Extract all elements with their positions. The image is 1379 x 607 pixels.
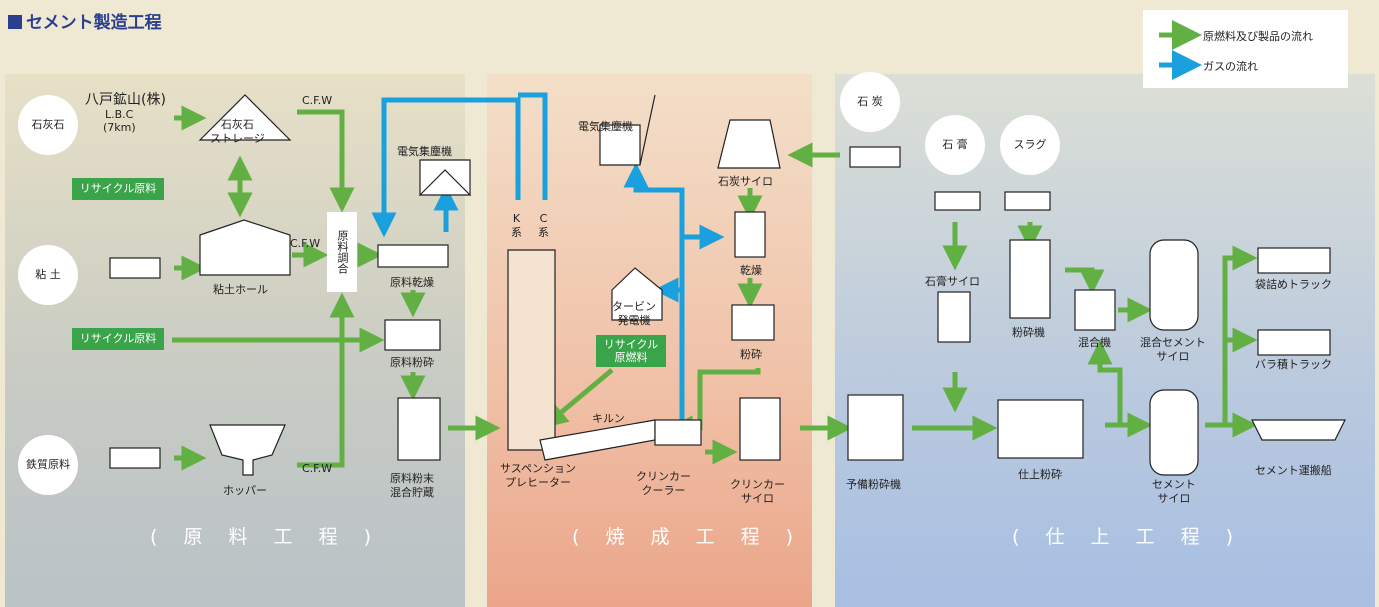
limestone-storage-label: 石灰石 ストレージ: [210, 118, 265, 145]
mixed-silo-label: 混合セメント サイロ: [1140, 336, 1206, 363]
lbc-length: (7km): [103, 121, 136, 134]
raw-mill-icon: [384, 319, 441, 351]
hopper-label: ホッパー: [223, 484, 267, 497]
mixed-silo-icon: [1149, 239, 1199, 331]
coal-dry-icon: [734, 211, 766, 258]
finish-mill-label: 仕上粉砕: [1018, 468, 1062, 481]
gypsum-silo-label: 石膏サイロ: [925, 275, 980, 288]
raw-mill-label: 原料粉砕: [390, 356, 434, 369]
slag-mill-icon: [1009, 239, 1051, 319]
pre-mill-icon: [847, 394, 904, 461]
ep2-label: 電気集塵機: [578, 120, 633, 133]
hopper-icon: [209, 424, 286, 476]
coal-mill-label: 粉砕: [740, 348, 762, 361]
finish-section-label: ( 仕 上 工 程 ): [1012, 526, 1244, 548]
ep-icon-2: [599, 94, 656, 166]
turbine-label: タービン 発電機: [612, 300, 656, 327]
ship-icon: [1251, 419, 1346, 441]
mix-box: 原料調合: [327, 212, 357, 292]
dryer-icon: [377, 244, 449, 268]
iron-truck-icon: [109, 447, 161, 469]
recycle-raw-box-2: リサイクル原料: [72, 328, 164, 350]
raw-silo-icon: [397, 397, 441, 461]
mine-name: 八戸鉱山(株): [85, 92, 166, 108]
coal-dry-label: 乾燥: [740, 264, 762, 277]
bulk-truck-icon: [1257, 329, 1331, 356]
kiln-label: キルン: [592, 412, 625, 425]
cooler-label: クリンカー クーラー: [636, 470, 691, 497]
turbine-icon: [611, 267, 663, 321]
coal-silo-icon: [717, 119, 781, 169]
clinker-silo-label: クリンカー サイロ: [730, 478, 785, 505]
page-title: セメント製造工程: [8, 8, 162, 33]
coal-truck-icon: [849, 146, 901, 168]
gas-flow-arrows: [371, 92, 725, 425]
equipment-sketches: [109, 94, 1346, 476]
ship-label: セメント運搬船: [1255, 464, 1332, 477]
preheater-icon: [507, 249, 556, 451]
raw-section-label: ( 原 料 工 程 ): [150, 526, 382, 548]
gypsum-source: 石 膏: [925, 115, 985, 175]
bag-truck-label: 袋詰めトラック: [1255, 278, 1332, 291]
cfw-label-1: C.F.W: [302, 94, 333, 107]
kiln-icon: [539, 419, 656, 461]
pre-mill-label: 予備粉砕機: [846, 478, 901, 491]
gypsum-truck-icon: [934, 191, 981, 211]
raw-dry-label: 原料乾燥: [390, 276, 434, 289]
ep-icon-1: [418, 159, 472, 196]
slag-mill-label: 粉砕機: [1012, 326, 1045, 339]
limestone-storage-icon: [198, 94, 292, 141]
legend: 原燃料及び製品の流れ ガスの流れ: [1143, 10, 1348, 88]
cooler-icon: [654, 419, 702, 446]
bag-truck-icon: [1257, 247, 1331, 274]
limestone-source: 石灰石: [18, 95, 78, 155]
cement-silo-label: セメント サイロ: [1152, 478, 1196, 505]
c-series-label: C 系: [538, 212, 549, 239]
clinker-silo-icon: [739, 397, 781, 461]
k-series-label: K 系: [511, 212, 522, 239]
slag-source: スラグ: [1000, 115, 1060, 175]
slag-truck-icon: [1004, 191, 1051, 211]
legend-arrows: [1159, 20, 1202, 80]
mixer-icon: [1074, 289, 1116, 331]
coal-source: 石 炭: [840, 72, 900, 132]
mixer-label: 混合機: [1078, 336, 1111, 349]
legend-material-label: 原燃料及び製品の流れ: [1203, 30, 1313, 43]
coal-silo-label: 石炭サイロ: [718, 175, 773, 188]
coal-mill-icon: [731, 304, 775, 341]
lbc-label: L.B.C: [105, 108, 134, 121]
legend-gas-label: ガスの流れ: [1203, 60, 1258, 73]
recycle-fuel-box: リサイクル 原燃料: [596, 335, 666, 367]
cfw-label-3: C.F.W: [302, 462, 333, 475]
title-square-icon: [8, 15, 22, 29]
clay-source: 粘 土: [18, 245, 78, 305]
finish-mill-icon: [997, 399, 1084, 459]
burn-section-label: ( 焼 成 工 程 ): [572, 526, 804, 548]
preheater-label: サスペンション プレヒーター: [500, 462, 577, 489]
clay-hall-icon: [199, 219, 291, 276]
cement-silo-icon: [1149, 389, 1199, 476]
cfw-label-2: C.F.W: [290, 237, 321, 250]
ep1-label: 電気集塵機: [397, 145, 452, 158]
material-flow-arrows: [172, 105, 1258, 471]
clay-hall-label: 粘土ホール: [213, 283, 268, 296]
clay-truck-icon: [109, 257, 161, 279]
raw-silo-label: 原料粉末 混合貯蔵: [390, 472, 434, 499]
gypsum-silo-icon: [937, 291, 971, 343]
recycle-raw-box-1: リサイクル原料: [72, 178, 164, 200]
iron-source: 鉄質原料: [18, 435, 78, 495]
bulk-truck-label: バラ積トラック: [1255, 358, 1332, 371]
